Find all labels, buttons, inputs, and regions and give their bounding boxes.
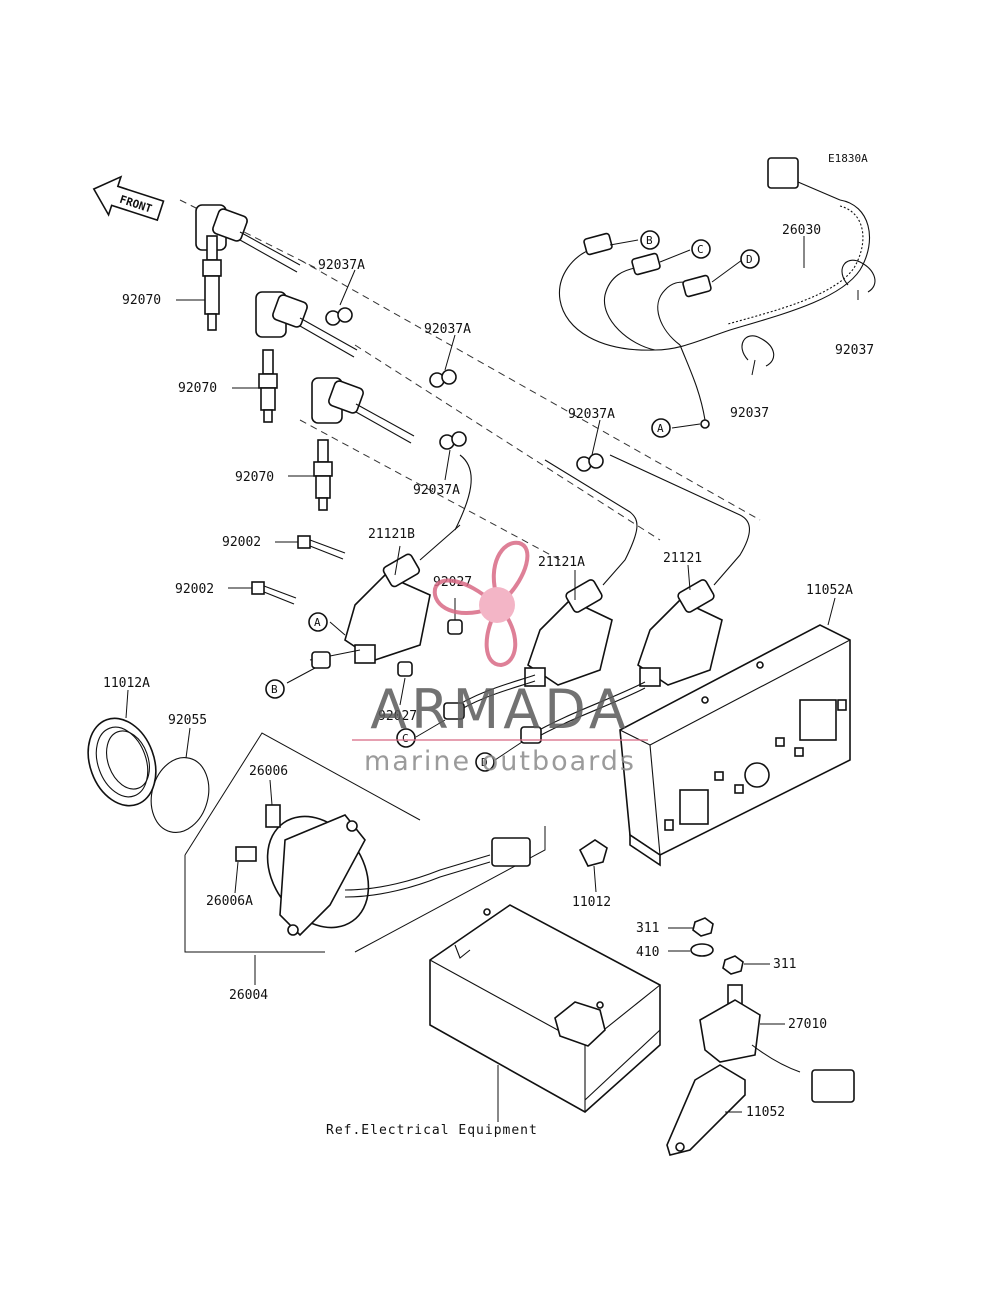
- harness-clip-2: [741, 335, 775, 367]
- plug-cap-2: [255, 291, 358, 358]
- clamp-4: [576, 453, 604, 472]
- o-ring-92055: [150, 757, 210, 833]
- spark-plug-1: [202, 235, 222, 331]
- clamp-3: [439, 431, 467, 450]
- label-11052: 11052: [746, 1105, 785, 1120]
- washer-410: [690, 943, 714, 957]
- callout-c-coil: C: [396, 728, 416, 748]
- label-92037A-3: 92037A: [568, 407, 615, 422]
- sensor-assembly-26004: [184, 732, 546, 953]
- callout-d-coil: D: [475, 752, 495, 772]
- svg-text:D: D: [481, 756, 488, 769]
- ignition-coil-21121: [520, 454, 750, 744]
- bracket-11052: [666, 1064, 746, 1156]
- bolt-2: [251, 581, 297, 605]
- svg-text:A: A: [314, 616, 321, 629]
- label-11012A: 11012A: [103, 676, 150, 691]
- label-27010: 27010: [788, 1017, 827, 1032]
- svg-text:C: C: [697, 243, 704, 256]
- ignition-coil-21121A: [443, 459, 638, 720]
- label-11052A: 11052A: [806, 583, 853, 598]
- label-92037A-4: 92037A: [413, 483, 460, 498]
- electrical-box: [429, 904, 661, 1113]
- label-92070-3: 92070: [235, 470, 274, 485]
- svg-text:C: C: [402, 732, 409, 745]
- nut-311-2: [722, 955, 744, 975]
- callout-a-harness: A: [651, 418, 671, 438]
- label-92002-2: 92002: [175, 582, 214, 597]
- callout-c-harness: C: [691, 239, 711, 259]
- svg-text:A: A: [657, 422, 664, 435]
- label-311-2: 311: [773, 957, 796, 972]
- callout-b-harness: B: [640, 230, 660, 250]
- bolt-1: [297, 535, 346, 560]
- collar-2: [397, 661, 413, 677]
- svg-text:D: D: [746, 253, 753, 266]
- nut-311-1: [692, 917, 714, 937]
- starter-relay-27010: [699, 984, 855, 1103]
- diagram-code: E1830A: [828, 152, 868, 165]
- plug-cap-3: [311, 377, 415, 444]
- label-21121A: 21121A: [538, 555, 585, 570]
- clamp-2: [429, 369, 457, 388]
- label-92027-2: 92027: [378, 709, 417, 724]
- collar-1: [447, 619, 463, 635]
- label-92070-1: 92070: [122, 293, 161, 308]
- leader-lines: [125, 236, 859, 1122]
- label-92037A-2: 92037A: [424, 322, 471, 337]
- label-92070-2: 92070: [178, 381, 217, 396]
- label-92055: 92055: [168, 713, 207, 728]
- label-92037-b: 92037: [730, 406, 769, 421]
- callout-d-harness: D: [740, 249, 760, 269]
- spark-plug-3: [313, 439, 333, 511]
- label-92037-a: 92037: [835, 343, 874, 358]
- label-92037A-1: 92037A: [318, 258, 365, 273]
- cap-11012A: [87, 717, 157, 807]
- label-410: 410: [636, 945, 659, 960]
- label-21121: 21121: [663, 551, 702, 566]
- harness-clip-1: [841, 259, 876, 293]
- plug-cap-1: [195, 204, 301, 273]
- propeller-logo-icon: [432, 540, 530, 668]
- callout-b-coil: B: [265, 679, 285, 699]
- svg-text:B: B: [271, 683, 278, 696]
- ignition-coil-21121B: [309, 454, 472, 669]
- label-26006A: 26006A: [206, 894, 253, 909]
- front-arrow-icon: FRONT: [92, 175, 165, 222]
- spark-plug-2: [258, 349, 278, 423]
- clamp-1: [325, 307, 353, 326]
- plug-11012: [578, 839, 608, 867]
- label-11012: 11012: [572, 895, 611, 910]
- bracket-11052A: [619, 624, 851, 867]
- label-92002-1: 92002: [222, 535, 261, 550]
- watermark: ARMADA marine outboards: [352, 540, 648, 777]
- label-21121B: 21121B: [368, 527, 415, 542]
- label-311-1: 311: [636, 921, 659, 936]
- watermark-tagline: marine outboards: [364, 746, 636, 777]
- reference-note: Ref.Electrical Equipment: [326, 1123, 538, 1138]
- wiring-harness: [558, 157, 871, 429]
- label-26006: 26006: [249, 764, 288, 779]
- svg-text:B: B: [646, 234, 653, 247]
- watermark-brand: ARMADA: [370, 678, 630, 741]
- label-26030: 26030: [782, 223, 821, 238]
- callout-a-coil: A: [308, 612, 328, 632]
- label-26004: 26004: [229, 988, 268, 1003]
